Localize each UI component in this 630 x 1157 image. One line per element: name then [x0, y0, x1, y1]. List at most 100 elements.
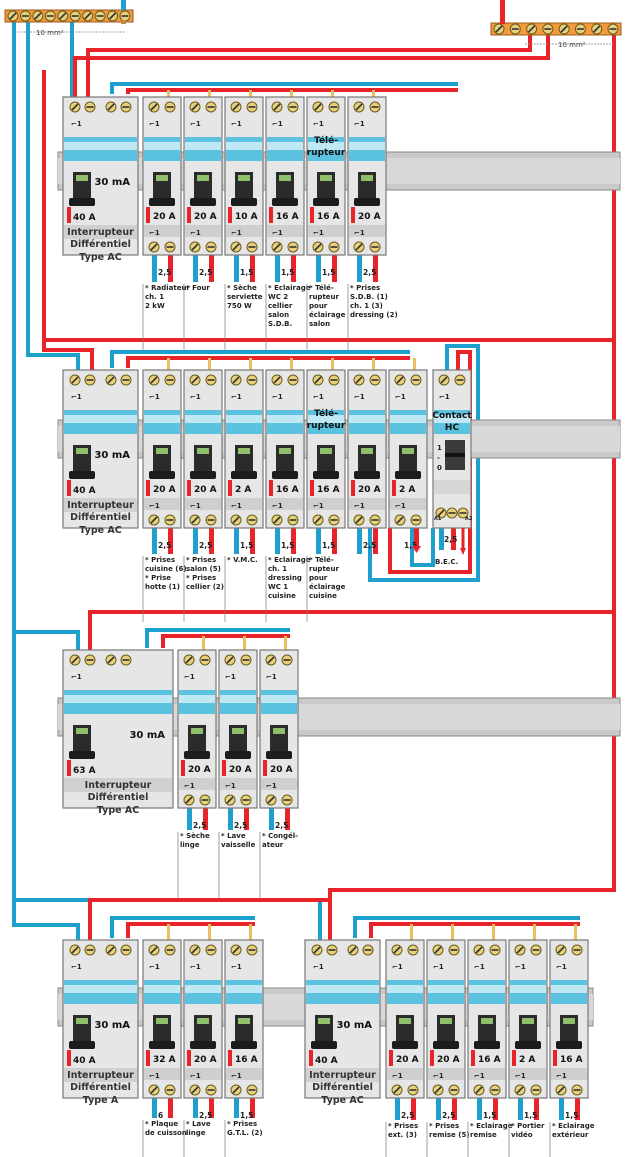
circuit-label: * Prises	[145, 556, 175, 564]
breaker-rating: 20 A	[153, 212, 176, 222]
output-neutral-wire	[275, 528, 280, 554]
output-phase-wire	[332, 528, 337, 554]
neutral-bar-section: 10 mm²	[36, 29, 64, 37]
toggle-base	[313, 198, 339, 206]
feeder-neutral	[121, 0, 126, 10]
circuit-label: * Sèche	[227, 284, 257, 292]
wire-section: 1,5	[281, 541, 294, 550]
terminal-mark: ⌐1	[190, 1072, 201, 1080]
rcd-sensitivity: 30 mA	[94, 1020, 130, 1031]
terminal-mark: ⌐1	[474, 963, 485, 971]
output-neutral-wire	[269, 808, 274, 830]
bec-phase	[451, 528, 456, 550]
output-neutral-wire	[477, 1098, 482, 1120]
toggle-indicator	[481, 1018, 493, 1024]
toggle-base	[311, 1041, 337, 1049]
output-phase-wire	[250, 255, 255, 282]
breaker-lower-band	[144, 498, 180, 510]
contactor-position: -	[437, 454, 440, 462]
c1-neutral-loop	[410, 528, 435, 567]
rcd-rating: 40 A	[73, 1056, 96, 1066]
wire-section: 1,5	[240, 268, 253, 277]
output-neutral-wire	[357, 255, 362, 282]
output-phase-wire	[332, 255, 337, 282]
screw-slot	[232, 946, 240, 954]
module-band-highlight	[308, 142, 344, 150]
terminal-mark: ⌐1	[313, 502, 324, 510]
terminal-mark: ⌐1	[149, 229, 160, 237]
bus-tap	[167, 90, 170, 97]
terminal-mark: ⌐1	[184, 673, 195, 681]
neutral-to-row2	[26, 22, 80, 370]
feeder-neutral-end	[121, 20, 126, 24]
screw-slot	[59, 12, 67, 20]
contactor-position: 1	[437, 444, 442, 452]
terminal-mark: ⌐1	[272, 229, 283, 237]
screw-slot	[34, 12, 42, 20]
screw-slot	[107, 103, 115, 111]
screw-slot	[393, 946, 401, 954]
output-phase-wire	[250, 528, 255, 554]
contactor-switch-bar	[445, 453, 465, 457]
terminal-mark: ⌐1	[354, 120, 365, 128]
module-band-highlight	[428, 985, 464, 993]
module-band-highlight	[510, 985, 546, 993]
screw-slot	[84, 12, 92, 20]
breaker-rating: 20 A	[229, 765, 252, 775]
screw-slot	[191, 946, 199, 954]
breaker-rating: 16 A	[276, 485, 299, 495]
output-neutral-wire	[357, 528, 362, 554]
output-neutral-wire	[316, 528, 321, 554]
screw-slot	[593, 25, 601, 33]
circuit-label: * Prise	[145, 574, 171, 582]
module-band-highlight	[390, 415, 426, 423]
output-phase-wire	[373, 528, 378, 554]
wire-section: 1,5	[322, 268, 335, 277]
screw-slot	[107, 376, 115, 384]
breaker-rating: 32 A	[153, 1055, 176, 1065]
output-neutral-wire	[559, 1098, 564, 1120]
circuit-label: * Télé-	[309, 284, 334, 292]
bus-tap	[331, 90, 334, 97]
screw-slot	[313, 946, 321, 954]
bus-tap	[202, 636, 205, 650]
bec-label: B.E.C.	[435, 558, 458, 566]
wire-section: 2,5	[199, 268, 212, 277]
circuit-label: * Prises	[186, 556, 216, 564]
screw-slot	[440, 376, 448, 384]
screw-slot	[273, 103, 281, 111]
circuit-label: de cuisson	[145, 1129, 187, 1137]
rcd-line1: Interrupteur	[309, 1070, 376, 1081]
output-neutral-wire	[193, 1098, 198, 1118]
screw-slot	[226, 796, 234, 804]
screw-slot	[273, 243, 281, 251]
breaker-lower-band	[349, 498, 385, 510]
circuit-label: * Prises	[186, 574, 216, 582]
wires-layer	[12, 22, 616, 1120]
toggle-indicator	[279, 448, 291, 454]
terminal-mark: ⌐1	[395, 502, 406, 510]
output-phase-wire	[291, 528, 296, 554]
toggle-base	[69, 471, 95, 479]
breaker-lower-band	[428, 1068, 464, 1080]
row3-neutral-bus	[145, 628, 290, 648]
toggle-base	[149, 198, 175, 206]
terminal-a1: A1	[434, 516, 442, 522]
arrow-cpt-c2	[460, 548, 466, 555]
circuit-label: cuisine (6)	[145, 565, 187, 573]
circuit-label: cellier (2)	[186, 583, 224, 591]
wire-section: 2,5	[442, 1111, 455, 1120]
circuit-label: salon	[268, 311, 289, 319]
module-band-highlight	[551, 985, 587, 993]
output-neutral-wire	[234, 1098, 239, 1118]
phase-to-row3	[88, 610, 614, 650]
rcd-line3: Type AC	[79, 252, 121, 263]
module-band-highlight	[349, 142, 385, 150]
screw-slot	[71, 103, 79, 111]
